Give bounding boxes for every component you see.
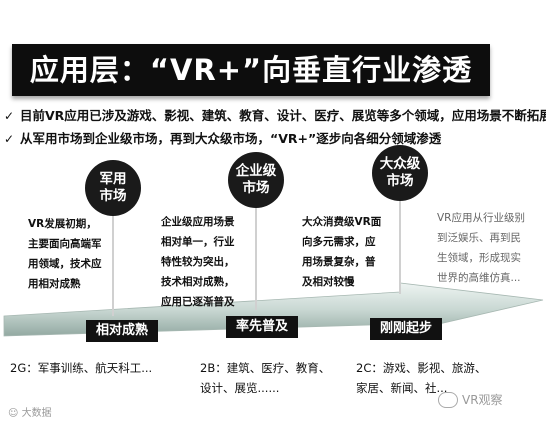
foot-line: 2C：游戏、影视、旅游、 xyxy=(356,361,487,375)
title-banner: 应用层：“VR+”向垂直行业渗透 xyxy=(12,44,490,96)
stem-2 xyxy=(255,205,257,310)
circle-line: 市场 xyxy=(386,173,414,189)
stage-label-starting: 刚刚起步 xyxy=(370,318,442,340)
bullet-item-2: ✓ 从军用市场到企业级市场，再到大众级市场，“VR+”逐步向各细分领域渗透 xyxy=(4,131,544,147)
circle-line: 企业级 xyxy=(235,163,277,179)
stage-label-mature: 相对成熟 xyxy=(86,320,158,342)
stage-foot-enterprise: 2B：建筑、医疗、教育、 设计、展览...... xyxy=(200,358,345,398)
foot-line: 家居、新闻、社... xyxy=(356,381,448,395)
desc-line: 用相对成熟 xyxy=(28,278,81,290)
desc-line: 相对单一，行业 xyxy=(161,236,235,248)
watermark-left: ☺ 大数据 xyxy=(8,408,52,419)
desc-line: 向多元需求，应 xyxy=(302,236,376,248)
desc-line: 特性较为突出， xyxy=(161,256,235,268)
circle-line: 军用 xyxy=(99,171,127,187)
stage-desc-future: VR应用从行业级别 到泛娱乐、再到民 生领域，形成现实 世界的高维仿真... xyxy=(437,208,545,288)
check-icon: ✓ xyxy=(4,109,15,123)
circle-line: 市场 xyxy=(99,188,127,204)
stem-3 xyxy=(399,198,401,294)
wechat-icon xyxy=(438,391,458,408)
stage-foot-consumer: 2C：游戏、影视、旅游、 家居、新闻、社... xyxy=(356,358,496,398)
desc-line: 技术相对成熟， xyxy=(161,276,235,288)
stage-circle-consumer: 大众级市场 xyxy=(372,145,428,201)
desc-line: 应用已逐渐普及 xyxy=(161,296,235,308)
circle-line: 大众级 xyxy=(379,156,421,172)
desc-line: 大众消费级VR面 xyxy=(302,216,382,228)
desc-line: 企业级应用场景 xyxy=(161,216,235,228)
foot-line: 2G：军事训练、航天科工... xyxy=(10,361,153,375)
desc-line: 生领域，形成现实 xyxy=(437,252,521,264)
check-icon: ✓ xyxy=(4,132,15,146)
foot-line: 设计、展览...... xyxy=(200,381,280,395)
desc-line: 到泛娱乐、再到民 xyxy=(437,232,521,244)
desc-line: VR发展初期， xyxy=(28,218,97,230)
desc-line: 主要面向高端军 xyxy=(28,238,102,250)
stage-circle-enterprise: 企业级市场 xyxy=(228,152,284,208)
desc-line: 用场景复杂，普 xyxy=(302,256,376,268)
watermark-right: VR观察 xyxy=(438,391,503,408)
bullet-list: ✓ 目前VR应用已涉及游戏、影视、建筑、教育、设计、医疗、展览等多个领域，应用场… xyxy=(4,108,546,154)
bullet-item-1: ✓ 目前VR应用已涉及游戏、影视、建筑、教育、设计、医疗、展览等多个领域，应用场… xyxy=(4,108,546,124)
desc-line: 及相对较慢 xyxy=(302,276,355,288)
stage-desc-enterprise: 企业级应用场景 相对单一，行业 特性较为突出， 技术相对成熟， 应用已逐渐普及 xyxy=(161,212,253,312)
stage-label-popular: 率先普及 xyxy=(226,316,298,338)
bullet-text: 目前VR应用已涉及游戏、影视、建筑、教育、设计、医疗、展览等多个领域，应用场景不… xyxy=(20,108,546,123)
page-title: 应用层：“VR+”向垂直行业渗透 xyxy=(29,53,473,87)
stage-circle-military: 军用市场 xyxy=(85,160,141,216)
stage-desc-consumer: 大众消费级VR面 向多元需求，应 用场景复杂，普 及相对较慢 xyxy=(302,212,398,292)
stage-foot-military: 2G：军事训练、航天科工... xyxy=(10,358,180,378)
stem-1 xyxy=(112,212,114,316)
circle-line: 市场 xyxy=(242,180,270,196)
desc-line: 用领域，技术应 xyxy=(28,258,102,270)
foot-line: 2B：建筑、医疗、教育、 xyxy=(200,361,331,375)
desc-line: 世界的高维仿真... xyxy=(437,272,521,284)
bullet-text: 从军用市场到企业级市场，再到大众级市场，“VR+”逐步向各细分领域渗透 xyxy=(20,131,442,146)
stage-desc-military: VR发展初期， 主要面向高端军 用领域，技术应 用相对成熟 xyxy=(28,214,112,294)
watermark-text: VR观察 xyxy=(462,393,503,407)
desc-line: VR应用从行业级别 xyxy=(437,212,525,224)
